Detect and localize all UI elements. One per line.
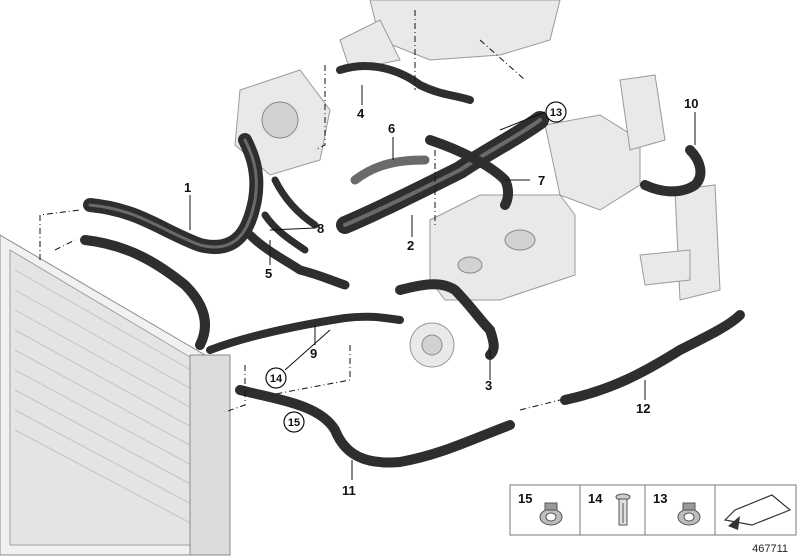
hose-clamp-icon [677, 502, 701, 526]
intake-manifold [339, 0, 561, 71]
hose-left-lower [80, 235, 210, 350]
arrow-down-left-icon [723, 494, 792, 530]
oil-cooler [639, 184, 721, 301]
hose-1 [83, 133, 264, 254]
hose-5 [245, 230, 350, 290]
label-3: 3 [485, 378, 492, 393]
hose-6 [350, 155, 430, 185]
hose-12 [560, 310, 745, 405]
radiator [0, 234, 231, 556]
hose-7 [425, 135, 513, 210]
thermostat-housing [234, 69, 331, 176]
label-12: 12 [636, 401, 650, 416]
water-pump [409, 322, 455, 368]
label-11: 11 [342, 483, 356, 498]
callout-labels: 1 2 3 4 5 6 7 8 9 10 11 12 [184, 96, 698, 498]
label-15: 15 [288, 417, 300, 429]
label-4: 4 [357, 106, 365, 121]
hose-4 [336, 61, 474, 104]
expanding-rivet-icon [615, 493, 631, 526]
label-9: 9 [310, 346, 317, 361]
label-7: 7 [538, 173, 545, 188]
connection-lines [39, 10, 561, 413]
reference-number: 467711 [752, 543, 788, 555]
hose-9 [206, 312, 404, 354]
label-13: 13 [550, 107, 562, 119]
leader-lines [189, 85, 696, 480]
legend-14-number: 14 [588, 491, 603, 506]
label-10: 10 [684, 96, 698, 111]
label-1: 1 [184, 180, 191, 195]
legend-13-number: 13 [653, 491, 667, 506]
hose-11 [235, 385, 515, 468]
circled-callouts: 13 14 15 [265, 101, 567, 433]
hose-3 [395, 279, 499, 360]
label-6: 6 [388, 121, 395, 136]
hose-clamp-icon [539, 502, 563, 526]
oil-filter-housing [544, 74, 666, 211]
label-8: 8 [317, 221, 324, 236]
hose-2 [336, 111, 549, 234]
label-5: 5 [265, 266, 272, 281]
expansion-tank [429, 194, 576, 301]
hose-8 [261, 176, 319, 254]
hose-10 [640, 145, 706, 197]
parts-legend: 15 14 13 [509, 484, 797, 536]
label-2: 2 [407, 238, 414, 253]
legend-15-number: 15 [518, 491, 532, 506]
label-14: 14 [270, 373, 283, 385]
